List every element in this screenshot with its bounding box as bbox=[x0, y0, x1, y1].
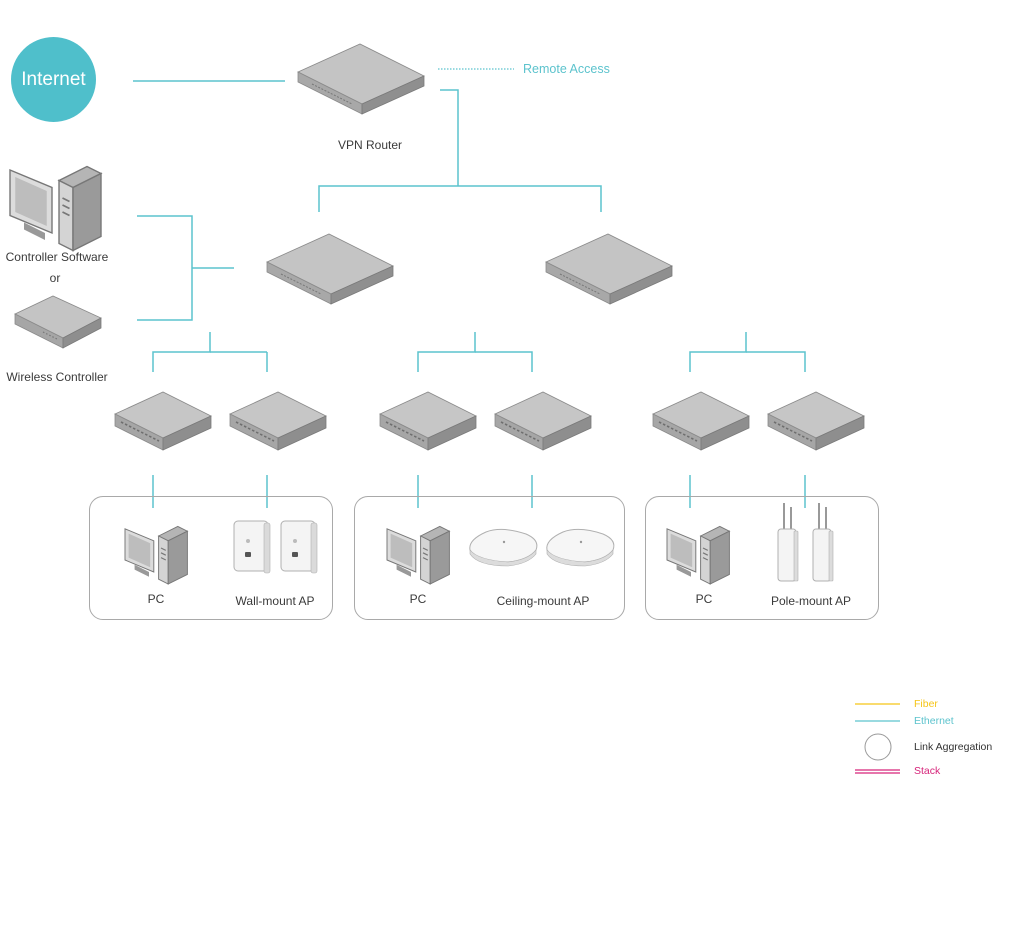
ap-label: Pole-mount AP bbox=[770, 594, 852, 608]
pc-label: PC bbox=[409, 592, 427, 606]
access-group-pole bbox=[645, 496, 879, 620]
ethernet-links bbox=[133, 80, 806, 508]
link-core1-access-b bbox=[417, 332, 476, 372]
wireless-controller-icon[interactable] bbox=[14, 295, 102, 349]
access-group-wall bbox=[89, 496, 333, 620]
legend-fiber-label: Fiber bbox=[914, 698, 938, 710]
access-switch-icon[interactable] bbox=[767, 391, 865, 451]
or-label: or bbox=[49, 271, 61, 285]
access-group-ceiling bbox=[354, 496, 625, 620]
access-switch-icon[interactable] bbox=[229, 391, 327, 451]
pc-label: PC bbox=[147, 592, 165, 606]
internet-node[interactable]: Internet bbox=[11, 37, 96, 122]
link-controller-bus bbox=[137, 215, 193, 321]
remote-access-label: Remote Access bbox=[523, 62, 610, 76]
ap-label: Ceiling-mount AP bbox=[496, 594, 590, 608]
link-core2-access-c bbox=[689, 332, 747, 372]
ap-label: Wall-mount AP bbox=[235, 594, 315, 608]
link-core1-access-a bbox=[152, 332, 211, 372]
internet-label: Internet bbox=[21, 68, 86, 90]
legend-link-aggregation-circle bbox=[864, 733, 892, 761]
controller-pc-icon[interactable] bbox=[9, 165, 102, 252]
access-switch-icon[interactable] bbox=[379, 391, 477, 451]
wireless-controller-label: Wireless Controller bbox=[6, 370, 108, 384]
vpn-router-icon[interactable] bbox=[297, 43, 425, 115]
core-switch-icon[interactable] bbox=[266, 233, 394, 305]
legend-ethernet-label: Ethernet bbox=[914, 715, 954, 727]
controller-software-label: Controller Software bbox=[5, 250, 109, 264]
vpn-router-label: VPN Router bbox=[337, 138, 403, 152]
legend-stack-label: Stack bbox=[914, 765, 941, 777]
link-core-bus bbox=[318, 185, 602, 212]
link-router-core bbox=[440, 89, 459, 186]
access-switch-icon[interactable] bbox=[652, 391, 750, 451]
legend-graphics bbox=[855, 703, 900, 774]
access-switch-icon[interactable] bbox=[114, 391, 212, 451]
core-switch-icon[interactable] bbox=[545, 233, 673, 305]
legend-link-aggregation-label: Link Aggregation bbox=[914, 741, 993, 753]
access-switch-icon[interactable] bbox=[494, 391, 592, 451]
pc-label: PC bbox=[695, 592, 713, 606]
